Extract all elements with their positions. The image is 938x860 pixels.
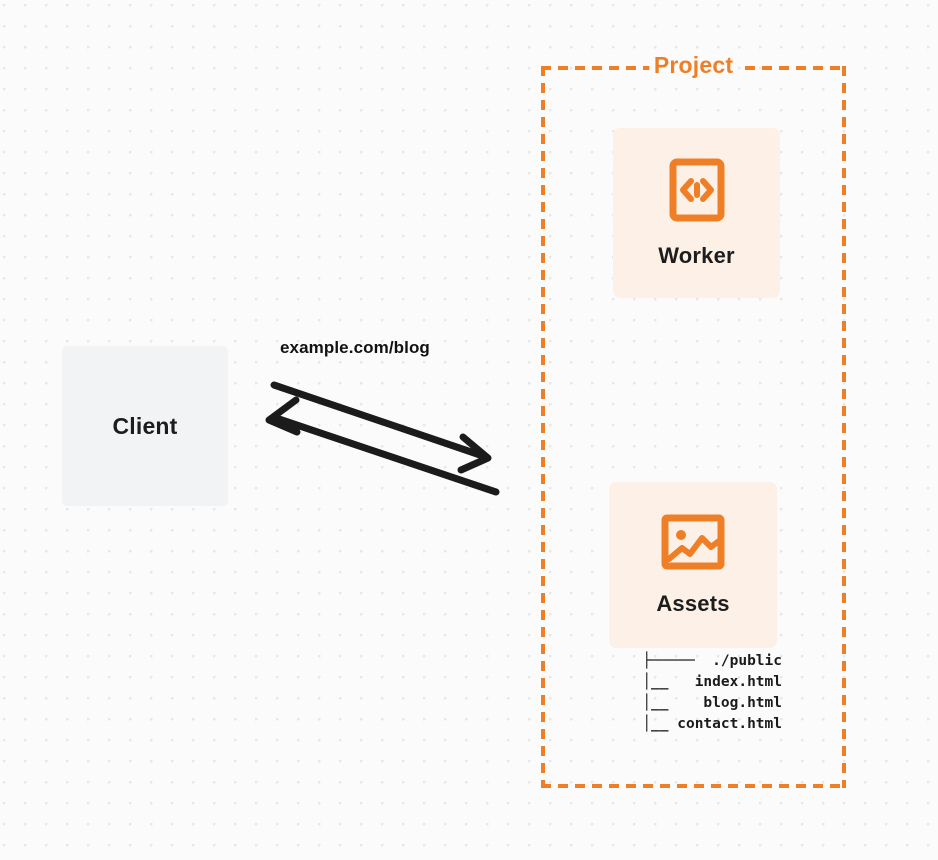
project-border-right (842, 66, 846, 788)
worker-node-label: Worker (658, 242, 735, 268)
assets-node-label: Assets (656, 590, 730, 616)
project-border-left (541, 66, 545, 788)
assets-file-tree: ├───── ./public │__ index.html │__ blog.… (642, 653, 782, 732)
image-icon (661, 514, 725, 575)
connection-label: example.com/blog (280, 338, 430, 357)
code-brackets-icon (669, 158, 725, 227)
client-node[interactable]: Client (62, 346, 228, 506)
project-border-bottom (541, 784, 846, 788)
worker-node[interactable]: Worker (613, 128, 780, 298)
client-node-label: Client (112, 412, 178, 439)
assets-node[interactable]: Assets (609, 482, 777, 648)
project-title: Project (648, 52, 739, 79)
project-group: Project (541, 52, 846, 788)
